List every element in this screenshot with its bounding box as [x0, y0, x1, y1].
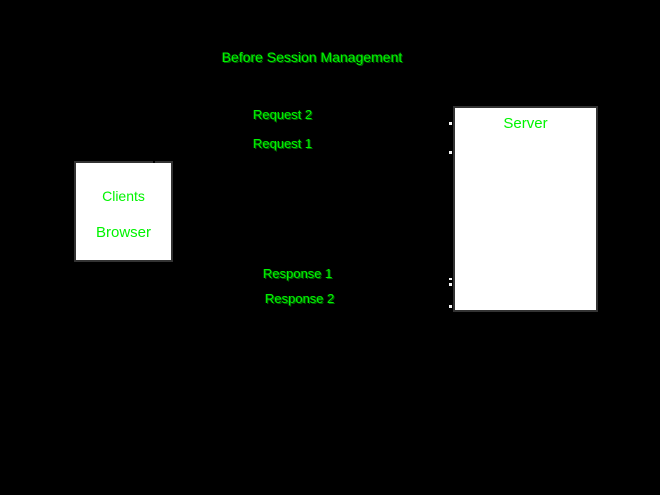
request-1-label: Request 1: [253, 136, 313, 151]
clients-node-box: Clients Browser: [74, 161, 173, 262]
diagram-title: Before Session Management: [221, 49, 403, 65]
arrow-artifact-tick: [449, 122, 452, 125]
arrow-artifact-tick: [449, 278, 452, 280]
response-2-label: Response 2: [265, 291, 335, 306]
response-1-label: Response 1: [263, 266, 333, 281]
clients-label: Clients: [102, 188, 145, 204]
arrow-artifact-tick: [449, 305, 452, 308]
arrow-artifact-notch: [153, 156, 155, 163]
server-node-box: Server: [453, 106, 598, 312]
browser-label: Browser: [95, 224, 151, 241]
arrow-artifact-tick: [449, 151, 452, 154]
arrow-artifact-tick: [449, 283, 452, 286]
server-label: Server: [503, 115, 548, 132]
request-2-label: Request 2: [253, 107, 313, 122]
